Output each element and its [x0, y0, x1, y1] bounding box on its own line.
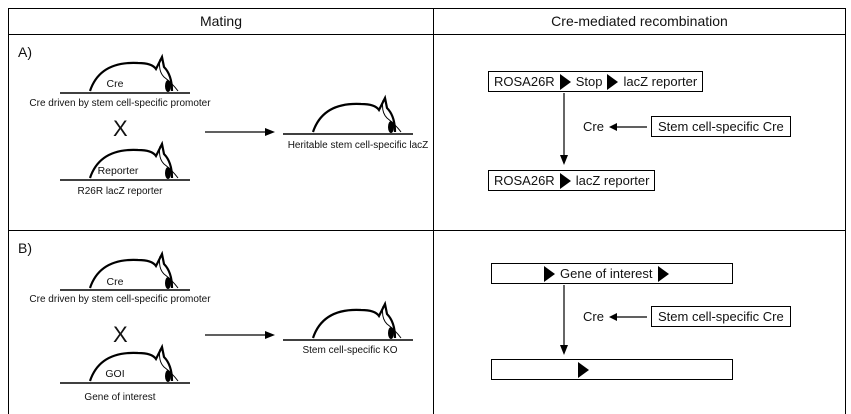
panel-a-offspring-caption: Heritable stem cell-specific lacZ [287, 140, 429, 151]
panel-a-cre-box-text: Stem cell-specific Cre [658, 119, 784, 134]
panel-b-bottom-construct [491, 359, 733, 380]
panel-a-label: A) [18, 44, 32, 60]
panel-b-mouse1-text: Cre [106, 276, 124, 288]
panel-a-top-construct: ROSA26R Stop lacZ reporter [488, 71, 704, 92]
loxp-triangle-icon [657, 265, 669, 282]
panel-b-goi-mouse [60, 343, 190, 384]
loxp-triangle-icon [544, 265, 555, 282]
panel-a-mouse2-text: Reporter [97, 165, 139, 177]
frame-top [8, 8, 846, 9]
construct-rosa26r: ROSA26R [494, 74, 555, 89]
panel-a-mouse1-text: Cre [106, 78, 124, 90]
frame-row-divider [8, 230, 846, 231]
panel-b-mouse2-text: GOI [105, 368, 125, 380]
panel-b-label: B) [18, 240, 32, 256]
panel-b-mating-arrow [205, 331, 275, 339]
panel-b-top-construct: Gene of interest [491, 263, 733, 284]
frame-middle [433, 8, 434, 414]
header-recombination: Cre-mediated recombination [551, 13, 728, 29]
panel-b-cre-arrow [609, 313, 647, 321]
panel-a-cre-arrow [609, 123, 647, 131]
frame-left [8, 8, 9, 414]
panel-a-mouse1-caption: Cre driven by stem cell-specific promote… [29, 98, 211, 109]
panel-a-mating-arrow [205, 128, 275, 136]
construct-lacz: lacZ reporter [575, 173, 650, 188]
loxp-triangle-icon [578, 361, 589, 378]
loxp-triangle-icon [559, 172, 571, 189]
panel-b-recomb-arrow [560, 285, 568, 355]
construct-stop: Stop [575, 74, 603, 89]
header-mating: Mating [199, 13, 243, 29]
panel-a-cross: X [113, 116, 128, 141]
panel-b-cross: X [113, 322, 128, 347]
construct-rosa26r: ROSA26R [494, 173, 555, 188]
panel-b-cre-box-text: Stem cell-specific Cre [658, 309, 784, 324]
panel-b-offspring-caption: Stem cell-specific KO [302, 345, 398, 356]
frame-header-divider [8, 34, 846, 35]
panel-a-bottom-construct: ROSA26R lacZ reporter [488, 170, 656, 191]
loxp-triangle-icon [559, 73, 571, 90]
panel-b-cre-mouse [60, 250, 190, 291]
panel-b-cre-label: Cre [583, 309, 604, 324]
panel-a-cre-mouse [60, 53, 190, 94]
panel-b-mouse2-caption: Gene of interest [84, 392, 156, 403]
construct-gene-of-interest: Gene of interest [560, 266, 653, 281]
frame-right [845, 8, 846, 414]
loxp-triangle-icon [607, 73, 619, 90]
panel-a-mouse2-caption: R26R lacZ reporter [77, 186, 163, 197]
panel-a-reporter-mouse [60, 140, 190, 181]
panel-b-offspring-mouse [283, 300, 413, 341]
panel-a-offspring-mouse [283, 94, 413, 135]
panel-b-mouse1-caption: Cre driven by stem cell-specific promote… [29, 294, 211, 305]
panel-a-cre-label: Cre [583, 119, 604, 134]
panel-b-cre-box: Stem cell-specific Cre [651, 306, 791, 327]
panel-a-recomb-arrow [560, 93, 568, 165]
panel-a-cre-box: Stem cell-specific Cre [651, 116, 791, 137]
construct-lacz: lacZ reporter [623, 74, 698, 89]
